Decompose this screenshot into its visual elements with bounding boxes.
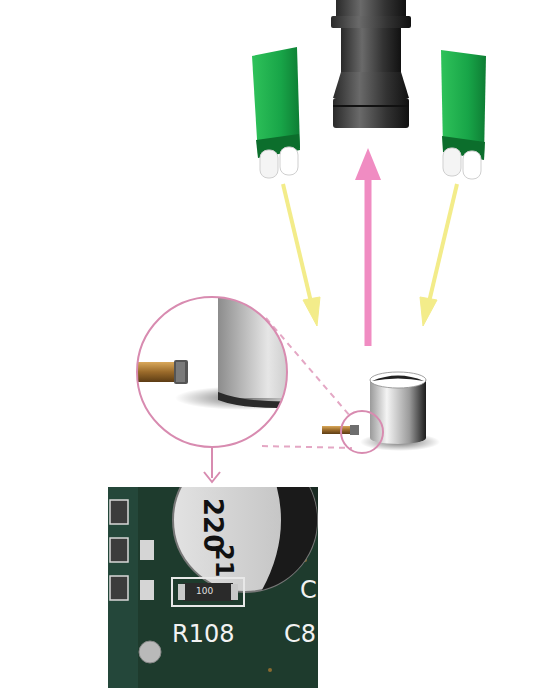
capacitor-marking: 21 (212, 544, 236, 577)
reference-designator: C8 (284, 622, 316, 646)
resistor-marking: 100 (196, 587, 213, 596)
focus-ring (341, 411, 383, 453)
reference-designator: C (300, 578, 317, 602)
reflection-arrow (355, 148, 381, 346)
pointer-arrow (204, 448, 220, 482)
light-source (441, 50, 486, 179)
reference-designator: R108 (172, 622, 234, 646)
pcb-photo (108, 487, 318, 688)
magnifier (137, 280, 320, 447)
camera-lens (331, 0, 411, 128)
light-source (252, 47, 300, 178)
